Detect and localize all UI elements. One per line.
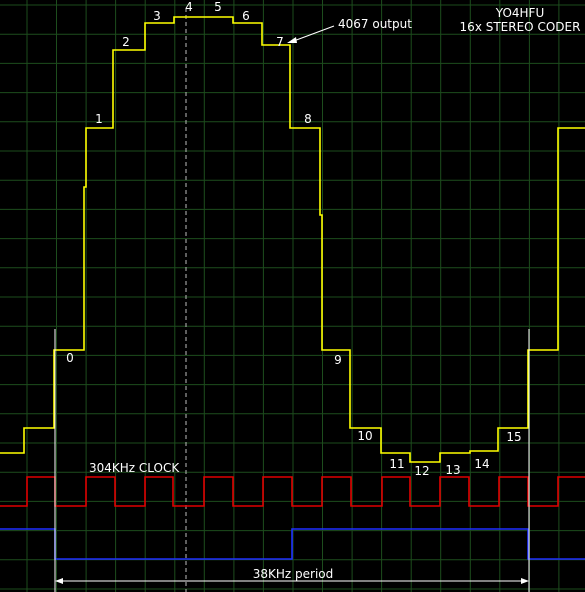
output-annotation-label: 4067 output [338,17,412,31]
step-label-10: 10 [357,429,372,443]
output-trace [0,16,585,463]
step-label-14: 14 [474,457,489,471]
step-label-8: 8 [304,112,312,126]
title-line1: YO4HFU [495,6,544,20]
period-trace [0,528,585,560]
step-label-3: 3 [153,9,161,23]
step-label-9: 9 [334,353,342,367]
output-annotation-arrow [290,25,335,43]
period-arrow-right [521,578,529,584]
period-arrow-left [55,578,63,584]
step-label-0: 0 [66,351,74,365]
step-label-1: 1 [95,112,103,126]
step-label-5: 5 [214,0,222,14]
step-label-7: 7 [276,35,284,49]
step-label-11: 11 [389,457,404,471]
period-label: 38KHz period [253,567,334,581]
step-label-13: 13 [445,463,460,477]
step-label-6: 6 [242,9,250,23]
clock-trace [0,476,585,507]
step-label-4: 4 [185,0,193,14]
step-label-12: 12 [414,464,429,478]
step-label-2: 2 [122,35,130,49]
step-label-15: 15 [506,430,521,444]
output-annotation-arrowhead [287,37,297,43]
clock-label: 304KHz CLOCK [89,461,180,475]
title-line2: 16x STEREO CODER [460,20,581,34]
